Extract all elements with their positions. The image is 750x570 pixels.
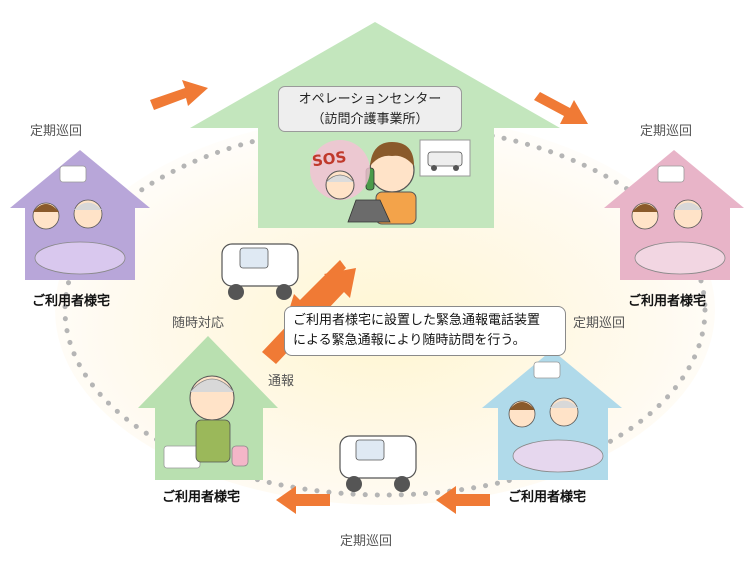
patrol-label-top-right: 定期巡回 <box>640 124 693 139</box>
arrow-bottom-right <box>436 486 490 514</box>
patrol-label-top-left: 定期巡回 <box>30 124 83 139</box>
report-label: 通報 <box>268 374 295 389</box>
home-bottom-right <box>482 350 622 480</box>
callout-line2: による緊急通報により随時訪問を行う。 <box>293 333 526 348</box>
home-label-top-left: ご利用者様宅 <box>32 294 111 309</box>
home-bottom-left <box>138 336 278 480</box>
callout-line1: ご利用者様宅に設置した緊急通報電話装置 <box>293 313 541 328</box>
home-top-right <box>604 150 744 280</box>
arrow-bottom-left <box>276 486 330 514</box>
emergency-callout: ご利用者様宅に設置した緊急通報電話装置 による緊急通報により随時訪問を行う。 <box>284 306 566 356</box>
home-label-top-right: ご利用者様宅 <box>628 294 707 309</box>
car-icon <box>221 243 299 300</box>
operation-center-label: オペレーションセンター （訪問介護事業所） <box>278 86 462 132</box>
car-icon <box>339 435 417 492</box>
on-demand-label: 随時対応 <box>172 316 225 331</box>
laptop-icon <box>347 199 391 223</box>
emergency-device-icon <box>59 165 87 183</box>
home-label-bottom-right: ご利用者様宅 <box>508 490 587 505</box>
patrol-label-bottom: 定期巡回 <box>340 534 393 549</box>
operation-center-title: オペレーションセンター <box>298 92 442 107</box>
home-top-left <box>10 150 150 280</box>
arrow-top-left <box>150 80 208 110</box>
home-label-bottom-left: ご利用者様宅 <box>162 490 241 505</box>
arrow-top-right <box>534 92 588 124</box>
patrol-label-right: 定期巡回 <box>573 316 626 331</box>
operation-center-subtitle: （訪問介護事業所） <box>311 112 429 127</box>
elderly-person-icon <box>310 140 370 200</box>
car-icon <box>419 139 471 177</box>
